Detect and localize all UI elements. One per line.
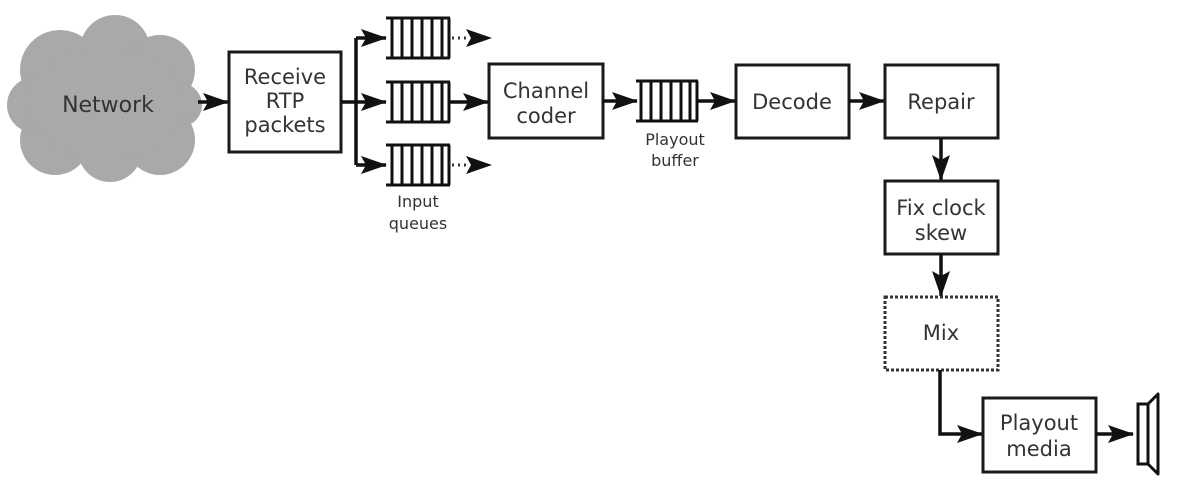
channel-coder-label-line2: coder: [516, 104, 576, 128]
repair-box: Repair: [883, 63, 1000, 140]
queue-top-dotted-arrow: [452, 29, 492, 47]
channel-coder-label-line1: Channel: [503, 79, 589, 103]
mix-label: Mix: [923, 321, 959, 345]
channel-coder-box: Channel coder: [487, 62, 605, 140]
cloud-icon: [7, 15, 202, 182]
receive-label-line1: Receive: [244, 65, 326, 89]
decode-box: Decode: [734, 63, 851, 140]
playout-buffer-queue: [636, 79, 699, 123]
input-queue-middle: [386, 80, 451, 124]
speaker-icon: [1136, 392, 1160, 476]
receive-rtp-packets-box: Receive RTP packets: [227, 50, 343, 154]
playout-media-box: Playout media: [981, 396, 1098, 474]
receive-label-line3: packets: [244, 113, 325, 137]
playout-buffer-label-line2: buffer: [651, 151, 699, 170]
input-queues-label-line1: Input: [397, 192, 438, 211]
input-queue-bottom: [386, 143, 451, 187]
repair-label: Repair: [907, 90, 975, 114]
network-label: Network: [62, 93, 154, 118]
arrow-mix-to-playout-media: [938, 370, 983, 443]
fix-clock-skew-box: Fix clock skew: [883, 179, 1000, 256]
input-queues-label-line2: queues: [389, 214, 447, 233]
receive-label-line2: RTP: [266, 89, 305, 113]
decode-label: Decode: [752, 90, 832, 114]
fix-clock-skew-label-line1: Fix clock: [896, 196, 986, 220]
network-cloud: Network: [7, 15, 202, 182]
fix-clock-skew-label-line2: skew: [915, 221, 967, 245]
mix-box: Mix: [883, 295, 1000, 372]
playout-media-label-line1: Playout: [1000, 411, 1078, 435]
playout-buffer-label-line1: Playout: [645, 130, 705, 149]
queue-bottom-dotted-arrow: [452, 156, 492, 174]
input-queue-top: [386, 16, 451, 60]
playout-media-label-line2: media: [1006, 437, 1071, 461]
branch-connector: [341, 29, 387, 174]
